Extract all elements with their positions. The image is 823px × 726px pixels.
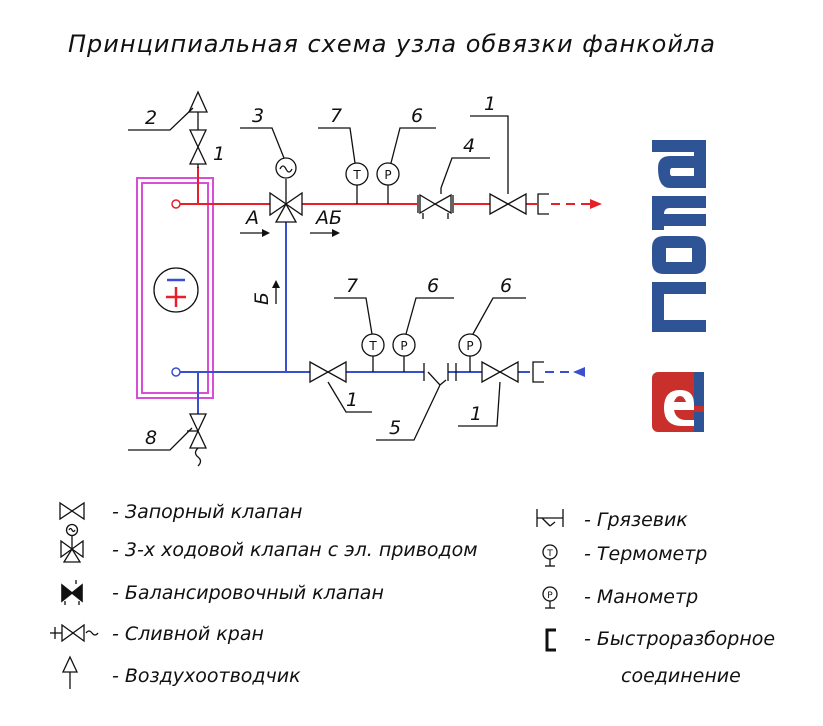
- flow-label-b: Б: [251, 292, 273, 305]
- shutoff-valve-icon: [59, 501, 85, 521]
- callout-7: 7: [330, 105, 342, 127]
- drain-valve-icon: [50, 623, 99, 643]
- callout-1: 1: [470, 403, 482, 425]
- strainer-icon: [536, 509, 564, 527]
- manometer-label: P: [400, 339, 407, 353]
- three-way-valve-icon: [60, 523, 84, 563]
- manometer-label: P: [384, 168, 391, 182]
- legend-label-drain: - Сливной кран: [112, 623, 264, 645]
- flow-label-b-group: Б: [251, 280, 280, 305]
- brand-logo: [652, 140, 706, 432]
- legend-label-quick-connector-2: соединение: [621, 665, 741, 687]
- manometer-label: P: [466, 339, 473, 353]
- fan-icon: [153, 267, 199, 313]
- return-manometer: P: [392, 333, 416, 372]
- return-manometer-2: P: [458, 333, 482, 372]
- legend-label-quick-connector: - Быстроразборное: [584, 628, 775, 650]
- return-shutoff-valve-right: [481, 360, 519, 384]
- air-vent-valve: [188, 129, 208, 168]
- callout-3: 3: [252, 105, 264, 127]
- svg-text:P: P: [547, 591, 553, 601]
- fancoil-unit: [136, 177, 214, 399]
- return-shutoff-valve-left: [309, 360, 347, 384]
- legend-label-air-vent: - Воздухоотводчик: [112, 665, 301, 687]
- svg-text:T: T: [546, 549, 553, 559]
- callout-1: 1: [484, 93, 496, 115]
- supply-shutoff-valve: [489, 192, 527, 216]
- callouts: 2 1 3 7 6 4 1 7 6 6 1 5 1: [128, 93, 526, 451]
- supply-quick-connector: [537, 193, 549, 215]
- thermometer-label: T: [352, 168, 361, 182]
- air-vent: [187, 90, 209, 130]
- legend-label-three-way: - 3-х ходовой клапан с эл. приводом: [112, 539, 478, 561]
- flow-label-ab: АБ: [314, 207, 342, 229]
- callout-4: 4: [463, 135, 475, 157]
- callout-6: 6: [500, 275, 512, 297]
- callout-2: 2: [145, 107, 157, 129]
- legend-left: - Запорный клапан - 3-х ходовой клапан с…: [50, 501, 478, 689]
- supply-line: [171, 167, 602, 209]
- quick-connector-icon: [545, 628, 556, 652]
- legend-right: - Грязевик T - Термометр P - Манометр - …: [536, 509, 775, 687]
- callout-6: 6: [427, 275, 439, 297]
- callout-7: 7: [346, 275, 358, 297]
- balancing-valve: [417, 188, 454, 219]
- legend-label-thermometer: - Термометр: [584, 543, 707, 565]
- callout-1: 1: [213, 143, 225, 165]
- callout-1: 1: [346, 389, 358, 411]
- thermometer-label: T: [368, 339, 377, 353]
- callout-5: 5: [389, 417, 401, 439]
- callout-6: 6: [411, 105, 423, 127]
- callout-8: 8: [145, 427, 157, 449]
- air-vent-icon: [61, 655, 79, 689]
- flow-label-ab-group: АБ: [310, 207, 342, 237]
- supply-manometer: P: [376, 162, 400, 204]
- return-thermometer: T: [361, 333, 385, 372]
- legend-label-balancing: - Балансировочный клапан: [112, 582, 384, 604]
- legend-label-shutoff: - Запорный клапан: [112, 501, 302, 523]
- balancing-valve-icon: [61, 580, 83, 605]
- supply-thermometer: T: [345, 162, 369, 204]
- return-line: [171, 220, 585, 414]
- manometer-icon: P: [542, 586, 558, 609]
- drain-valve: [187, 413, 208, 467]
- diagram-title: Принципиальная схема узла обвязки фанкой…: [68, 30, 716, 58]
- flow-label-a: А: [244, 207, 259, 229]
- strainer: [423, 363, 449, 386]
- thermometer-icon: T: [542, 544, 558, 567]
- three-way-valve: [269, 157, 303, 223]
- legend-label-manometer: - Манометр: [584, 586, 698, 608]
- legend-label-strainer: - Грязевик: [584, 509, 688, 531]
- flow-label-a-group: А: [240, 207, 270, 237]
- return-quick-connector: [532, 361, 544, 383]
